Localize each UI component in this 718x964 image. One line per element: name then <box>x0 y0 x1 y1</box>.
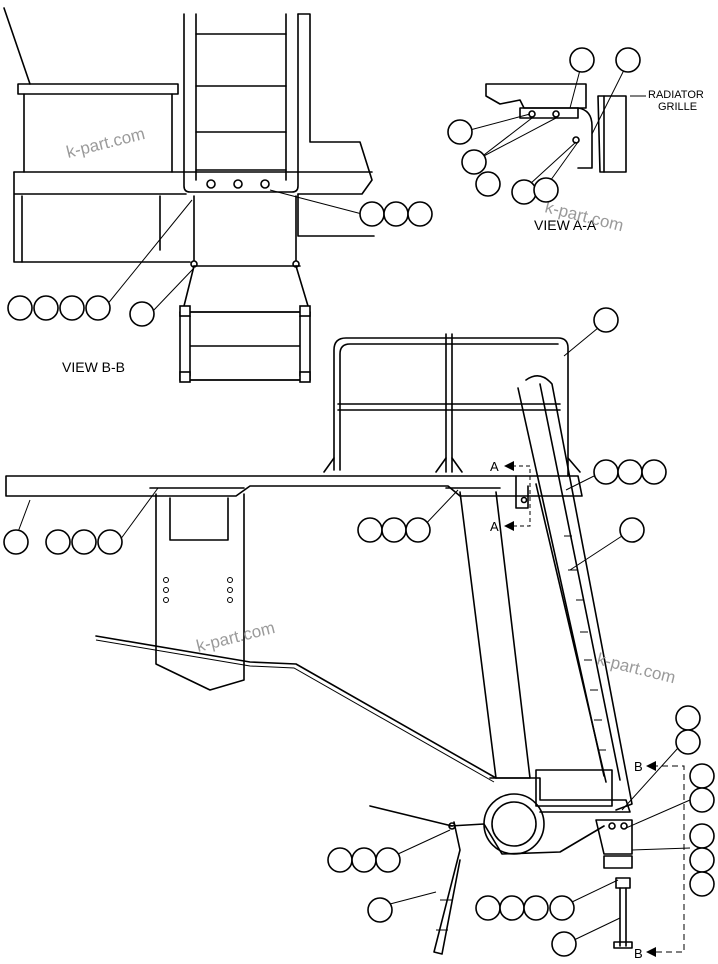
callout-bubble <box>359 201 385 227</box>
callout-bubble <box>549 895 575 921</box>
callout-bubble <box>675 729 701 755</box>
section-a-top-label: A <box>490 459 499 474</box>
callout-bubble <box>689 823 715 849</box>
callout-bubble <box>33 295 59 321</box>
callout-bubble <box>475 895 501 921</box>
callout-bubble <box>511 179 537 205</box>
callout-bubble <box>97 529 123 555</box>
callout-bubble <box>619 517 645 543</box>
callout-bubble <box>3 529 29 555</box>
callout-bubble <box>523 895 549 921</box>
callout-bubble <box>533 177 559 203</box>
callout-bubble <box>689 871 715 897</box>
callout-bubble <box>59 295 85 321</box>
watermark: k-part.com <box>595 649 678 687</box>
callout-bubble <box>689 847 715 873</box>
view-aa-label: VIEW A-A <box>534 217 597 233</box>
section-b-bottom-label: B <box>634 946 643 961</box>
view-bb-drawing <box>3 7 375 383</box>
callout-bubble <box>407 201 433 227</box>
callout-bubble <box>327 847 353 873</box>
callout-bubble <box>689 763 715 789</box>
callout-bubble <box>475 171 501 197</box>
callout-bubble <box>447 119 473 145</box>
radiator-grille-label-line1: RADIATOR <box>648 89 704 101</box>
callout-bubble <box>357 517 383 543</box>
callout-bubble <box>45 529 71 555</box>
section-b-top-label: B <box>634 759 643 774</box>
main-assembly-drawing <box>5 333 633 955</box>
callout-bubble <box>551 931 577 957</box>
callout-bubbles <box>3 47 715 957</box>
callout-bubble <box>499 895 525 921</box>
callout-bubble <box>593 459 619 485</box>
watermark: k-part.com <box>194 618 277 656</box>
callout-bubble <box>367 897 393 923</box>
callout-bubble <box>405 517 431 543</box>
callout-bubble <box>617 459 643 485</box>
callout-bubble <box>461 149 487 175</box>
callout-bubble <box>381 517 407 543</box>
callout-bubble <box>7 295 33 321</box>
callout-bubble <box>375 847 401 873</box>
callout-bubble <box>85 295 111 321</box>
callout-bubble <box>675 705 701 731</box>
callout-bubble <box>641 459 667 485</box>
callout-bubble <box>593 307 619 333</box>
callout-bubble <box>689 787 715 813</box>
callout-bubble <box>129 301 155 327</box>
watermark: k-part.com <box>64 124 147 162</box>
callout-bubble <box>383 201 409 227</box>
section-a-bottom-label: A <box>490 519 499 534</box>
view-bb-label: VIEW B-B <box>62 359 125 375</box>
view-aa-drawing <box>485 83 627 173</box>
callout-bubble <box>71 529 97 555</box>
radiator-grille-label-line2: GRILLE <box>658 101 697 113</box>
callout-bubble <box>569 47 595 73</box>
callout-bubble <box>351 847 377 873</box>
callout-bubble <box>615 47 641 73</box>
section-a-markers: A A <box>490 459 531 534</box>
section-b-markers: B B <box>634 759 685 961</box>
